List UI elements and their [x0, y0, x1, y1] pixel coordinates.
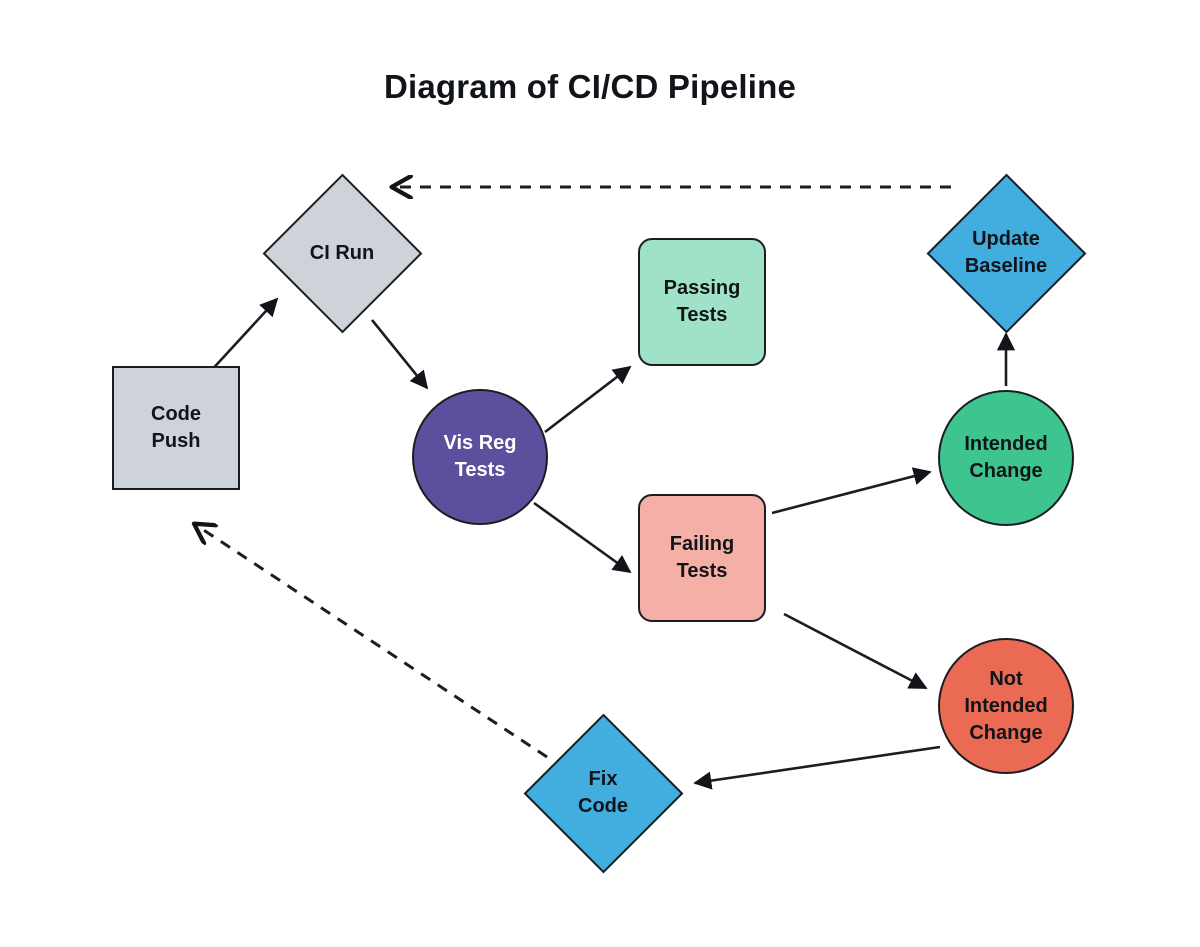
node-label-line: Change [969, 460, 1043, 482]
node-label-line: Fix [588, 768, 618, 790]
node-label-line: Passing [663, 277, 741, 299]
node-label-line: Intended [964, 694, 1048, 717]
node-label-line: Tests [454, 459, 506, 481]
edge-code-push-to-ci-run [207, 297, 279, 375]
node-label-line: Failing [669, 533, 735, 555]
edge-failing-tests-to-not-intended [783, 612, 928, 690]
edge-vis-reg-tests-to-failing-tests [533, 501, 632, 574]
edge-ci-run-to-vis-reg-tests [370, 319, 429, 390]
edge-not-intended-to-fix-code [693, 745, 941, 790]
node-label-line: CI Run [309, 241, 375, 264]
node-label-line: Tests [676, 304, 728, 326]
node-label-line: Push [151, 430, 201, 452]
node-label-line: Code [151, 403, 201, 425]
node-label-line: Baseline [964, 255, 1048, 277]
node-label-line: Tests [676, 560, 728, 582]
node-label-line: Code [578, 795, 628, 817]
edges [196, 187, 1016, 790]
node-label-ci-run: CI Run [310, 240, 374, 267]
node-ci-run[interactable]: CI Run [262, 173, 422, 333]
node-label-line: Update [972, 228, 1040, 250]
node-label-line: Vis Reg [443, 432, 517, 454]
edge-fix-code-to-code-push [196, 525, 548, 759]
node-label-line: Not [989, 667, 1023, 690]
edge-vis-reg-tests-to-passing-tests [544, 365, 632, 434]
page-title: Diagram of CI/CD Pipeline [383, 68, 797, 105]
node-label-line: Change [969, 721, 1043, 744]
node-label-line: Intended [964, 433, 1048, 455]
edge-failing-tests-to-intended-change [771, 467, 932, 515]
